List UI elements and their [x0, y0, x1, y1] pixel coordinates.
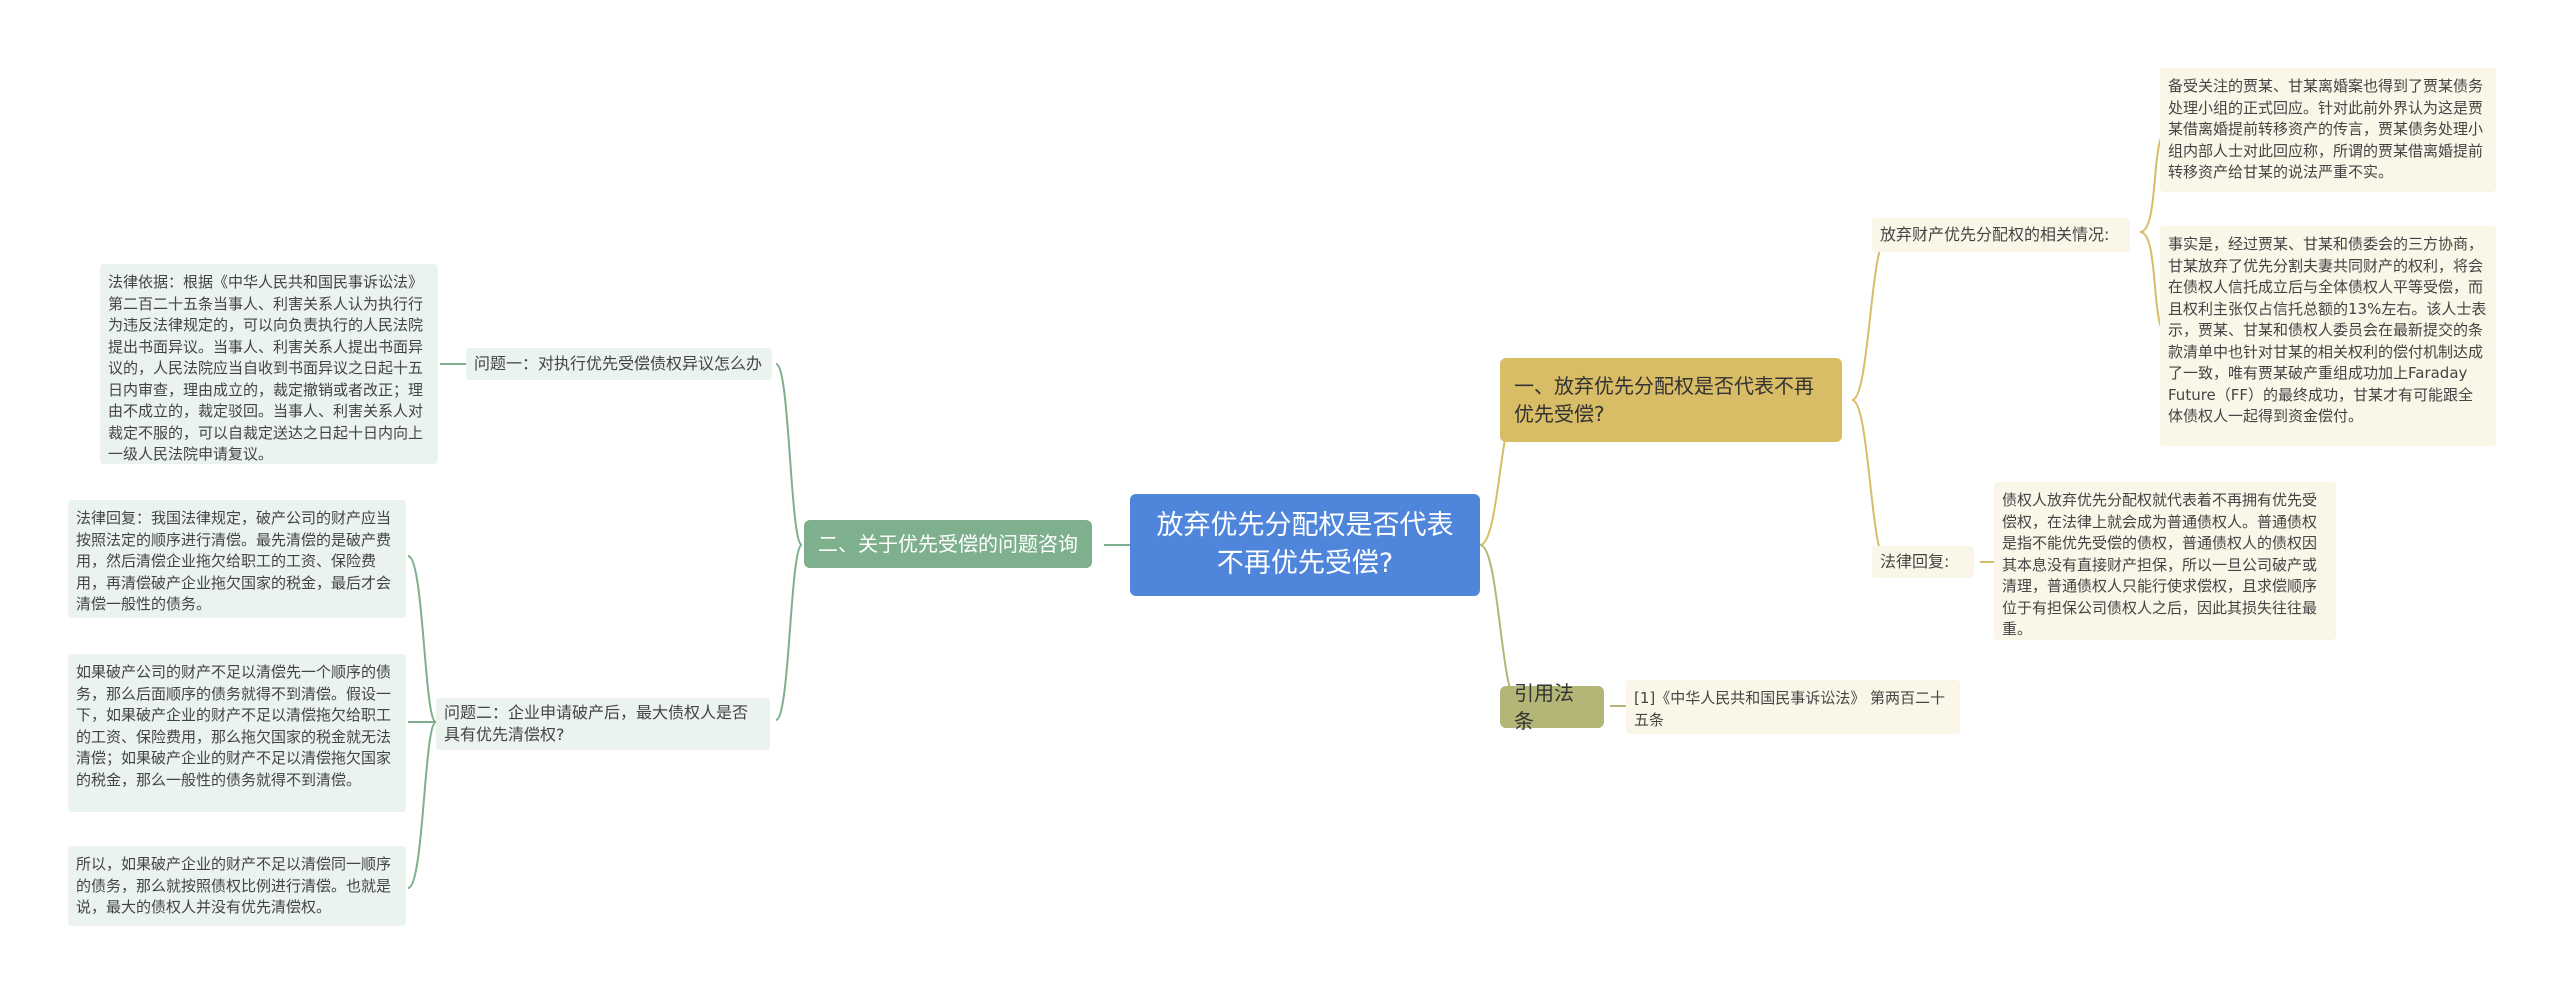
link-branch-one-to-situation — [1851, 235, 1889, 401]
link-q2-to-leaf-3 — [407, 721, 437, 889]
branch-one-topic[interactable]: 一、放弃优先分配权是否代表不再优先受偿? — [1500, 358, 1842, 442]
branch-two-topic[interactable]: 二、关于优先受偿的问题咨询 — [804, 520, 1092, 568]
question-two-leaf-1[interactable]: 法律回复：我国法律规定，破产公司的财产应当按照法定的顺序进行清偿。最先清偿的是破… — [68, 500, 406, 618]
link-branch-one-to-law — [1851, 399, 1889, 565]
link-branch-two-to-q2 — [775, 544, 803, 721]
question-two-leaf-3[interactable]: 所以，如果破产企业的财产不足以清偿同一顺序的债务，那么就按照债权比例进行清偿。也… — [68, 846, 406, 926]
law-leaf[interactable]: 债权人放弃优先分配权就代表着不再拥有优先受偿权，在法律上就会成为普通债权人。普通… — [1994, 482, 2336, 640]
question-two-label[interactable]: 问题二：企业申请破产后，最大债权人是否具有优先清偿权? — [436, 698, 770, 750]
question-one-label[interactable]: 问题一：对执行优先受偿债权异议怎么办 — [466, 348, 772, 380]
situation-leaf-1[interactable]: 备受关注的贾某、甘某离婚案也得到了贾某债务处理小组的正式回应。针对此前外界认为这… — [2160, 68, 2496, 192]
branch-three-topic[interactable]: 引用法条 — [1500, 681, 1604, 733]
root-topic[interactable]: 放弃优先分配权是否代表不再优先受偿? — [1130, 494, 1480, 596]
law-label[interactable]: 法律回复: — [1872, 546, 1974, 578]
question-one-leaf[interactable]: 法律依据：根据《中华人民共和国民事诉讼法》第二百二十五条当事人、利害关系人认为执… — [100, 264, 438, 464]
situation-label[interactable]: 放弃财产优先分配权的相关情况: — [1872, 218, 2130, 252]
link-q2-to-leaf-1 — [407, 555, 437, 723]
citation-leaf[interactable]: [1]《中华人民共和国民事诉讼法》 第两百二十五条 — [1626, 680, 1960, 734]
situation-leaf-2[interactable]: 事实是，经过贾某、甘某和债委会的三方协商，甘某放弃了优先分割夫妻共同财产的权利，… — [2160, 226, 2496, 446]
question-two-leaf-2[interactable]: 如果破产公司的财产不足以清偿先一个顺序的债务，那么后面顺序的债务就得不到清偿。假… — [68, 654, 406, 812]
link-branch-two-to-q1 — [775, 363, 803, 546]
